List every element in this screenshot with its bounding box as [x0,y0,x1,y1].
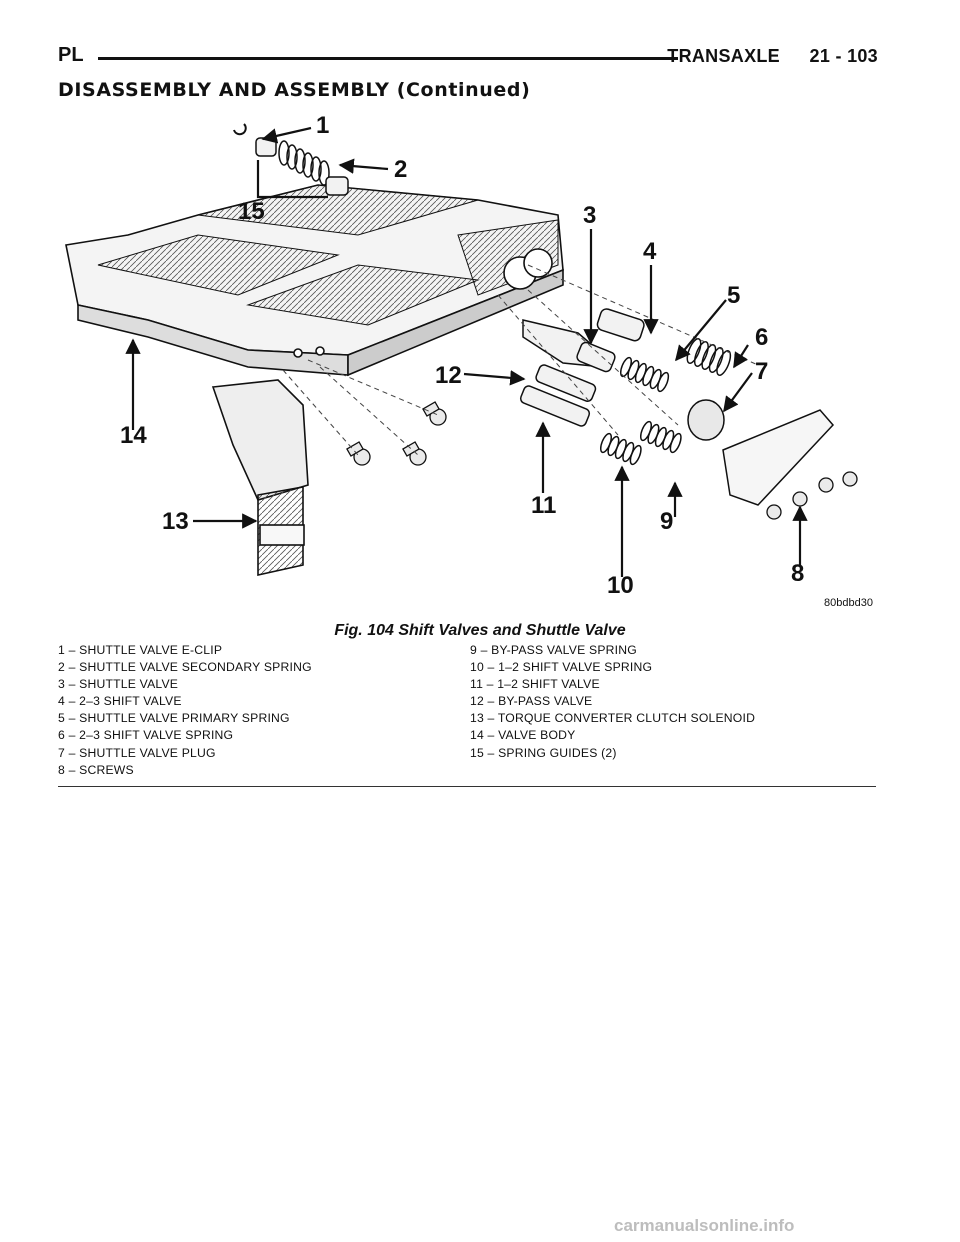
legend-column-left: 1 – SHUTTLE VALVE E-CLIP 2 – SHUTTLE VAL… [58,643,312,780]
tcc-solenoid [211,379,309,576]
legend-item: 5 – SHUTTLE VALVE PRIMARY SPRING [58,711,290,726]
legend-item: 10 – 1–2 SHIFT VALVE SPRING [470,660,653,675]
callout-10: 10 [607,572,634,599]
callout-8: 8 [791,560,804,587]
legend-item: 1 – SHUTTLE VALVE E-CLIP [58,643,223,657]
valve-body [65,184,564,377]
figure-caption: Fig. 104 Shift Valves and Shuttle Valve [334,622,626,639]
callout-labels: 1 2 3 4 5 6 7 8 9 10 11 12 13 14 15 [120,112,804,599]
legend-item: 11 – 1–2 SHIFT VALVE [470,677,600,692]
callout-7: 7 [755,358,768,385]
screws [346,401,858,520]
site-watermark: carmanualsonline.info [614,1216,795,1235]
callout-3: 3 [583,202,596,229]
legend-item: 8 – SCREWS [58,762,134,777]
valve-body-drawing: 1 2 3 4 5 6 7 8 9 10 11 12 13 14 15 [65,112,858,599]
valve-springs [599,338,732,466]
legend-item: 12 – BY-PASS VALVE [470,694,593,709]
callout-11: 11 [531,492,556,519]
legend-item: 6 – 2–3 SHIFT VALVE SPRING [58,728,234,743]
callout-14: 14 [120,422,147,449]
callout-2: 2 [394,156,407,183]
exploded-view-figure: 1 2 3 4 5 6 7 8 9 10 11 12 13 14 15 [58,105,878,615]
callout-15: 15 [238,198,265,225]
callout-1: 1 [316,112,329,139]
shuttle-valve-plug [687,399,725,441]
callout-6: 6 [755,324,768,351]
running-header: PL TRANSAXLE 21 - 103 [58,44,878,70]
callout-5: 5 [727,282,740,309]
header-page-number: 21 - 103 [809,46,878,66]
legend-item: 13 – TORQUE CONVERTER CLUTCH SOLENOID [470,711,756,726]
figure-reference-id: 80bdbd30 [824,597,873,609]
header-section: TRANSAXLE [667,46,780,66]
cover-plate [722,409,835,506]
callout-13: 13 [162,508,189,535]
legend-item: 2 – SHUTTLE VALVE SECONDARY SPRING [58,660,312,675]
legend-item: 9 – BY-PASS VALVE SPRING [470,643,637,657]
header-manual-code: PL [58,44,84,66]
legend-column-right: 9 – BY-PASS VALVE SPRING 10 – 1–2 SHIFT … [470,643,755,763]
spring-guide-bracket [256,160,328,199]
alignment-lines [282,264,759,456]
section-title: DISASSEMBLY AND ASSEMBLY (Continued) [58,79,531,101]
legend-item: 7 – SHUTTLE VALVE PLUG [58,745,216,760]
leader-arrows [125,126,808,577]
legend-item: 14 – VALVE BODY [470,728,576,743]
legend-item: 4 – 2–3 SHIFT VALVE [58,694,182,709]
legend-item: 3 – SHUTTLE VALVE [58,677,179,692]
callout-9: 9 [660,508,673,535]
legend-bottom-rule [58,786,876,787]
callout-4: 4 [643,238,657,265]
shuttle-spring-assembly [233,123,349,196]
legend-item: 15 – SPRING GUIDES (2) [470,745,617,760]
header-rule [98,57,678,60]
valve-spools [519,308,645,427]
callout-12: 12 [435,362,462,389]
